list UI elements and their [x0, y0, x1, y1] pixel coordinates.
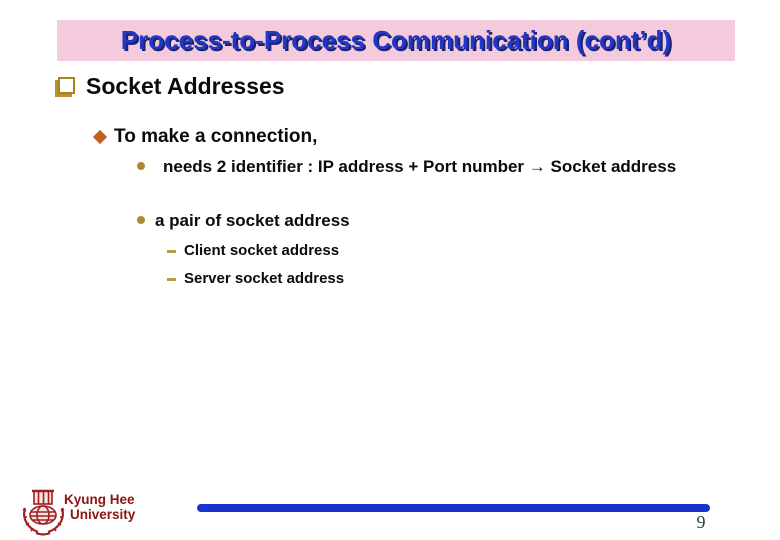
bullet-level4-label: Server socket address [184, 270, 345, 287]
bullet-item-server-socket-address: Server socket address [167, 270, 344, 287]
bullet-level1-label: Socket Addresses [86, 73, 285, 99]
bullet-level2-label: To make a connection, [114, 126, 318, 147]
institution-line2: University [70, 507, 136, 522]
page-number: 9 [696, 512, 706, 532]
circle-bullet-icon [137, 216, 145, 224]
institution-name: Kyung Hee University [64, 492, 135, 522]
bullet-level4-label: Client socket address [184, 242, 340, 259]
square-checkbox-bullet-icon [58, 77, 75, 94]
bullet-item-needs-identifiers: needs 2 identifier : IP address + Port n… [137, 155, 695, 178]
diamond-bullet-icon [92, 129, 108, 145]
bullet-item-client-socket-address: Client socket address [167, 242, 339, 259]
bullet-item-pair-of-socket-address: a pair of socket address [137, 209, 695, 232]
circle-bullet-icon [137, 162, 145, 170]
slide-title: Process-to-Process Communication (cont’d… [120, 25, 672, 55]
bullet-level3-label: needs 2 identifier : IP address + Port n… [163, 157, 677, 176]
bullet-item-to-make-connection: To make a connection, [92, 126, 318, 148]
slide-title-banner: Process-to-Process Communication (cont’d… [57, 20, 735, 61]
bullet-item-socket-addresses: Socket Addresses [58, 73, 285, 100]
dash-bullet-icon [167, 250, 176, 253]
university-crest-logo-icon [22, 489, 65, 536]
dash-bullet-icon [167, 278, 176, 281]
institution-line1: Kyung Hee [64, 492, 135, 507]
footer-divider-line [197, 504, 710, 512]
bullet-level3-label: a pair of socket address [155, 211, 350, 230]
